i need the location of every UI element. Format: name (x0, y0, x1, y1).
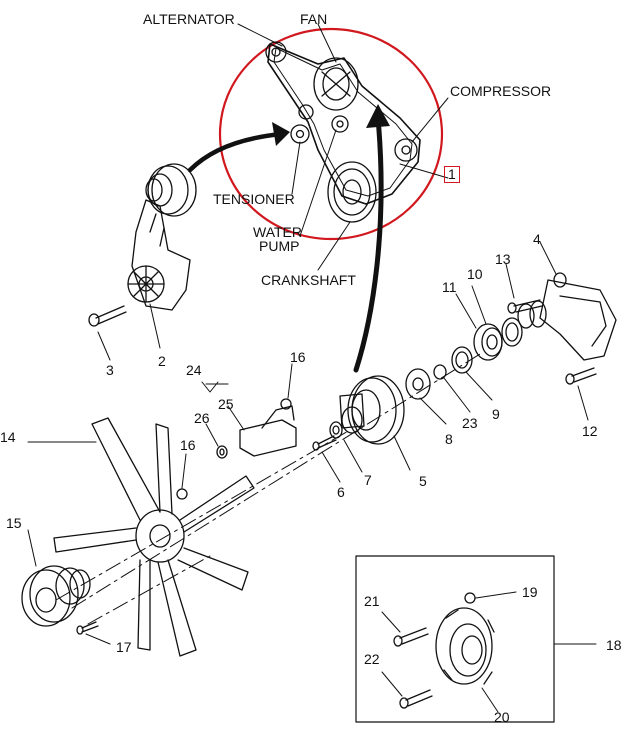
part-number-7: 7 (364, 472, 372, 488)
label-compressor: COMPRESSOR (450, 83, 552, 99)
belt-routing-inset (218, 23, 449, 271)
part-number-5: 5 (419, 473, 427, 489)
part-number-14: 14 (0, 429, 16, 445)
part-number-11: 11 (442, 279, 457, 295)
part-number-25: 25 (218, 396, 234, 412)
part-number-12: 12 (582, 423, 598, 439)
part-number-15: 15 (6, 515, 22, 531)
water-pump-pulley (331, 115, 349, 133)
part-number-20: 20 (494, 709, 510, 725)
part-number-3: 3 (106, 362, 114, 378)
part-number-13: 13 (495, 251, 511, 267)
bolt-21 (399, 627, 429, 645)
drive-pulley-15 (21, 529, 111, 645)
part-number-24: 24 (186, 362, 202, 378)
bolt-3 (95, 305, 127, 325)
label-tensioner: TENSIONER (213, 191, 295, 207)
tensioner-pulley (290, 124, 310, 144)
part-number-6: 6 (337, 484, 345, 500)
callout-1: 1 (444, 166, 460, 183)
part-number-8: 8 (445, 431, 453, 447)
drive-belt (267, 43, 421, 205)
part-number-21: 21 (364, 593, 380, 609)
bolt-22 (405, 689, 433, 707)
part-number-18: 18 (606, 637, 622, 653)
crankshaft-pulley (327, 161, 377, 223)
tensioner-assembly (88, 163, 197, 361)
bracket-assembly (505, 241, 617, 421)
detail-inset-18 (355, 555, 597, 723)
arrow-to-inset-right (353, 115, 384, 373)
part-number-2: 2 (158, 353, 166, 369)
highlight-ellipse (218, 27, 444, 241)
part-number-9: 9 (492, 406, 500, 422)
part-number-10: 10 (467, 266, 483, 282)
part-number-26: 26 (194, 410, 210, 426)
part-number-19: 19 (522, 584, 538, 600)
cooling-fan (27, 353, 481, 657)
part-number-23: 23 (462, 415, 478, 431)
part-number-17: 17 (116, 639, 132, 655)
part-number-16-top: 16 (290, 349, 306, 365)
arrow-to-inset-left (187, 131, 285, 173)
label-fan: FAN (300, 11, 328, 27)
fan-hub (313, 57, 359, 111)
bearing-stack (405, 285, 523, 425)
bracket-25 (176, 363, 297, 500)
label-water-pump-line1: WATER (253, 224, 302, 240)
label-alternator: ALTERNATOR (143, 11, 235, 27)
inset-frame (355, 555, 555, 723)
part-number-16-left: 16 (180, 437, 196, 453)
alternator-pulley (265, 41, 287, 63)
label-water-pump-line2: PUMP (259, 238, 300, 254)
label-crankshaft: CRANKSHAFT (261, 272, 356, 288)
part-number-4: 4 (533, 231, 541, 247)
hub-flange (435, 607, 493, 685)
compressor-pulley (394, 138, 418, 162)
fan-hub-pulley (312, 375, 411, 483)
part-number-22: 22 (364, 651, 380, 667)
